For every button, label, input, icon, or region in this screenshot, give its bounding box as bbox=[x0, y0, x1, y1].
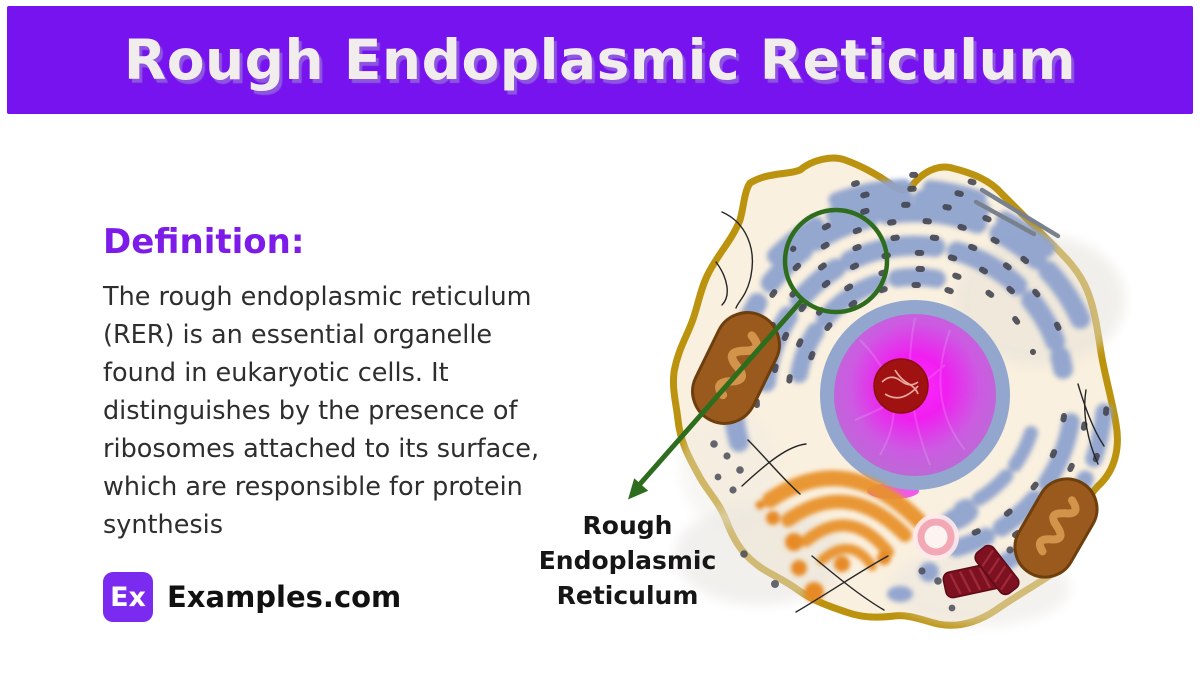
cytoskeleton-filaments bbox=[715, 211, 1105, 613]
microtubules bbox=[973, 187, 1061, 239]
rer-pointer-arrow bbox=[628, 298, 804, 500]
secretory-vesicles bbox=[755, 500, 891, 602]
brand-name: Examples.com bbox=[167, 580, 402, 614]
definition-text: The rough endoplasmic reticulum (RER) is… bbox=[103, 278, 603, 544]
rer-label-line: Endoplasmic bbox=[538, 546, 717, 575]
rer-label: Rough Endoplasmic Reticulum bbox=[515, 508, 740, 613]
rer-highlight-circle bbox=[782, 207, 890, 315]
definition-line: which are responsible for protein bbox=[103, 472, 523, 502]
golgi-apparatus bbox=[755, 470, 926, 602]
rer-label-line: Rough bbox=[582, 511, 673, 540]
nucleolus bbox=[873, 358, 929, 414]
definition-line: (RER) is an essential organelle bbox=[103, 320, 493, 350]
definition-line: found in eukaryotic cells. It bbox=[103, 358, 449, 388]
definition-line: ribosomes attached to its surface, bbox=[103, 434, 540, 464]
centrioles bbox=[942, 544, 1020, 599]
nucleolus-strands bbox=[881, 369, 919, 399]
page-title-banner: Rough Endoplasmic Reticulum bbox=[7, 6, 1193, 114]
lysosome-vesicle bbox=[913, 514, 959, 560]
examples-logo-icon: Ex bbox=[103, 572, 153, 622]
rer-label-line: Reticulum bbox=[556, 581, 699, 610]
definition-line: synthesis bbox=[103, 510, 224, 540]
nucleus bbox=[820, 300, 1010, 499]
brand-footer: Ex Examples.com bbox=[103, 571, 401, 623]
mitochondrion-right bbox=[1013, 477, 1099, 579]
free-ribosomes bbox=[710, 440, 1028, 612]
page-title: Rough Endoplasmic Reticulum bbox=[123, 28, 1077, 92]
definition-heading: Definition: bbox=[103, 222, 305, 262]
mitochondrion-left bbox=[691, 311, 781, 425]
cell-illustration bbox=[628, 154, 1125, 629]
definition-line: The rough endoplasmic reticulum bbox=[103, 282, 532, 312]
definition-line: distinguishes by the presence of bbox=[103, 396, 518, 426]
